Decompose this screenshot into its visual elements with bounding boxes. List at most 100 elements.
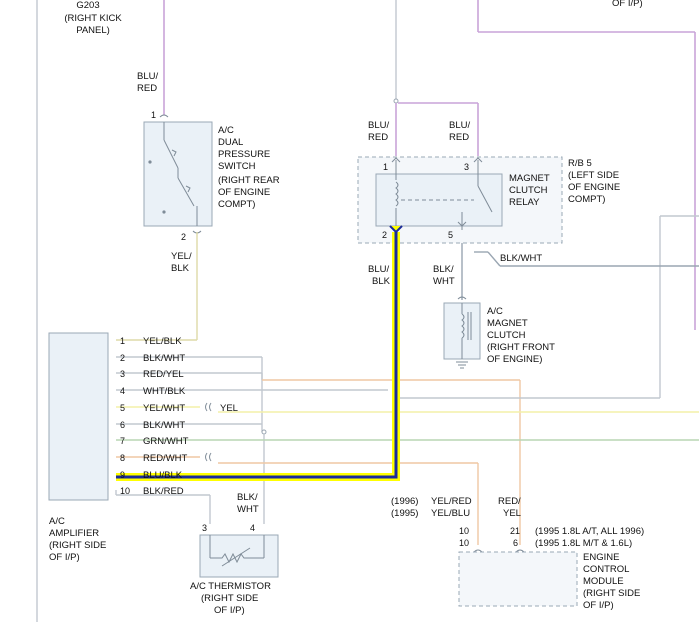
svg-text:(RIGHT REAR: (RIGHT REAR [218,175,280,186]
switch-wire-out-line2: BLK [171,263,190,274]
ground-line2: PANEL) [76,25,110,36]
svg-text:COMPT): COMPT) [218,199,255,210]
clutch-coil-icon [456,303,472,369]
amp-yel-tag: YEL [220,403,238,414]
connector-break-icon [205,452,212,462]
ac-amplifier [48,332,109,501]
svg-text:YEL: YEL [503,508,521,519]
svg-text:SWITCH: SWITCH [218,161,256,172]
ac-thermistor [199,534,279,578]
thermistor-wire-line1: BLK/ [237,492,258,503]
wire-relay-branch-b [487,251,501,267]
svg-text:OF ENGINE: OF ENGINE [568,182,620,193]
svg-text:A/C: A/C [487,306,503,317]
amp-pin-wire: YEL/WHT [143,403,185,414]
svg-text:(1995 1.8L M/T & 1.6L): (1995 1.8L M/T & 1.6L) [535,538,632,549]
amp-pin-number: 8 [120,453,125,463]
svg-text:OF I/P): OF I/P) [583,600,614,611]
relay-p5-wire-line1: BLK/ [433,264,454,275]
thermistor-pin-b: 4 [250,523,255,533]
switch-pin-in: 1 [151,110,156,120]
svg-text:(RIGHT SIDE: (RIGHT SIDE [201,593,258,604]
svg-text:MODULE: MODULE [583,576,624,587]
amp-pin-wire: WHT/BLK [143,386,186,397]
svg-text:OF I/P): OF I/P) [214,605,245,616]
amp-pin-number: 5 [120,403,125,413]
relay-p2-wire-line1: BLU/ [368,264,389,275]
svg-text:YEL/RED: YEL/RED [431,496,472,507]
switch-label: A/C DUAL PRESSURE SWITCH (RIGHT REAR OF … [218,125,280,210]
relay-pin2: 2 [382,230,387,240]
svg-text:MAGNET: MAGNET [487,318,528,329]
svg-text:10: 10 [459,526,469,536]
amp-pin-wire: BLU/BLK [143,470,183,481]
amp-pin-wire: BLK/WHT [143,420,185,431]
ground-line1: (RIGHT KICK [64,13,122,24]
svg-text:RELAY: RELAY [509,197,540,208]
svg-text:(1996): (1996) [391,496,418,507]
ecm-connector-a [473,549,483,553]
amp-pin-wire: RED/YEL [143,369,184,380]
relay-p1-wire-line2: RED [368,132,388,143]
amp-pin-wire: RED/WHT [143,453,188,464]
amp-pin-number: 6 [120,420,125,430]
switch-contacts-icon [148,122,198,226]
switch-pin-out: 2 [181,232,186,242]
svg-text:OF I/P): OF I/P) [49,552,80,563]
svg-text:PRESSURE: PRESSURE [218,149,270,160]
amp-pin-wire: GRN/WHT [143,436,189,447]
amp-pin-wire: BLK/RED [143,486,184,497]
svg-text:CONTROL: CONTROL [583,564,629,575]
thermistor-label: A/C THERMISTOR (RIGHT SIDE OF I/P) [190,581,271,616]
amp-pin-number: 1 [120,336,125,346]
svg-text:AMPLIFIER: AMPLIFIER [49,528,99,539]
relay-p2-wire-line2: BLK [372,276,391,287]
ecm-label: ENGINE CONTROL MODULE (RIGHT SIDE OF I/P… [583,552,640,611]
svg-text:RED/: RED/ [498,496,521,507]
amp-pin-wire: BLK/WHT [143,353,185,364]
relay-branch-wire: BLK/WHT [500,253,542,264]
relay-p5-wire-line2: WHT [433,276,455,287]
clutch-label: A/C MAGNET CLUTCH (RIGHT FRONT OF ENGINE… [487,306,555,365]
svg-text:OF ENGINE): OF ENGINE) [487,354,542,365]
switch-connector-in [159,114,169,118]
amp-pin-number: 9 [120,470,125,480]
relay-pin1: 1 [383,162,388,172]
splice-dot [393,98,399,104]
thermistor-icon [209,535,265,567]
svg-text:(1995 1.8L A/T, ALL 1996): (1995 1.8L A/T, ALL 1996) [535,526,644,537]
svg-text:A/C: A/C [218,125,234,136]
ecm-wire-a: YEL/RED YEL/BLU [431,496,472,519]
svg-text:(RIGHT SIDE: (RIGHT SIDE [583,588,640,599]
svg-text:COMPT): COMPT) [568,194,605,205]
connector-break-icon [205,402,212,412]
amp-splice [261,429,267,435]
svg-text:MAGNET: MAGNET [509,173,550,184]
svg-text:R/B 5: R/B 5 [568,158,592,169]
svg-text:DUAL: DUAL [218,137,243,148]
amp-pin-number: 7 [120,436,125,446]
svg-text:A/C: A/C [49,516,65,527]
thermistor-wire-line2: WHT [237,504,259,515]
top-right-text: OF I/P) [612,0,643,9]
ecm-notes: (1995 1.8L A/T, ALL 1996) (1995 1.8L M/T… [535,526,644,549]
relay-pin3: 3 [464,162,469,172]
rb5-label: R/B 5 (LEFT SIDE OF ENGINE COMPT) [568,158,620,205]
svg-text:(RIGHT FRONT: (RIGHT FRONT [487,342,555,353]
amp-pin-number: 10 [120,486,130,496]
clutch-connector [457,296,467,300]
ecm-connector-b [515,549,525,553]
ecm-wire-b: RED/ YEL [498,496,521,519]
relay-coil-contacts-icon [391,157,493,230]
blu-blk-circuit [116,232,398,479]
svg-text:A/C THERMISTOR: A/C THERMISTOR [190,581,271,592]
svg-text:OF ENGINE: OF ENGINE [218,187,270,198]
amp-pin-number: 4 [120,386,125,396]
ecm-pins-b: 21 6 [510,526,520,548]
switch-wire-out-line1: YEL/ [171,251,192,262]
svg-text:6: 6 [513,538,518,548]
svg-text:(1995): (1995) [391,508,418,519]
switch-wire-in-line2: RED [137,83,157,94]
